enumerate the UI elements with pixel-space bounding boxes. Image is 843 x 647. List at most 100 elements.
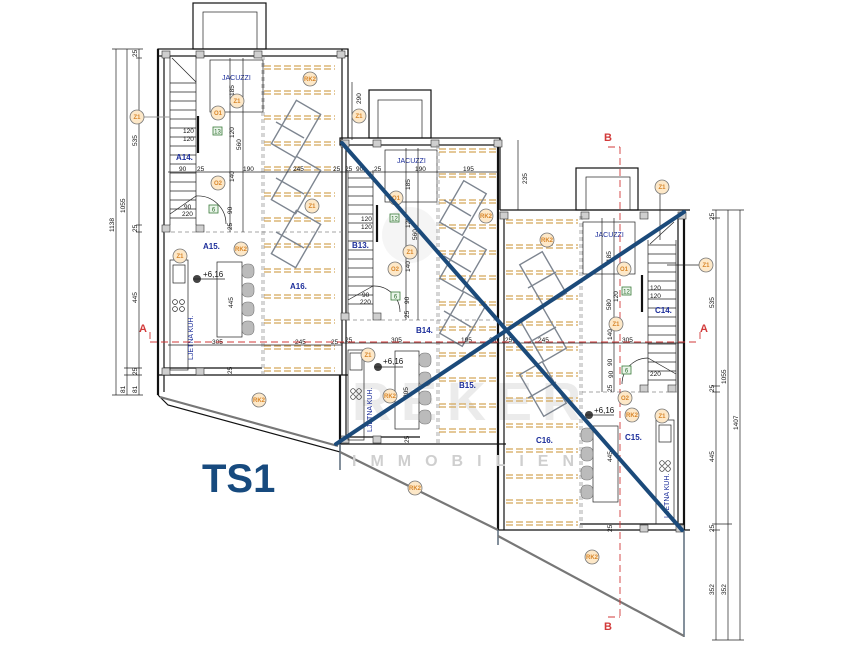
- jacuzzi-b-label: JACUZZI: [397, 158, 426, 165]
- tag: Z1: [698, 257, 714, 273]
- room-c16: C16.: [536, 436, 553, 445]
- planter-a: [192, 2, 267, 50]
- svg-text:RK2: RK2: [541, 238, 554, 244]
- dim: 25: [227, 366, 234, 374]
- dim: 245: [293, 166, 304, 173]
- svg-text:O1: O1: [214, 111, 223, 117]
- dim: 25: [404, 310, 411, 318]
- dim: 120: [361, 224, 372, 231]
- dim: 25: [345, 337, 353, 344]
- section-a-left: A: [139, 323, 147, 335]
- stairs-c: [621, 221, 677, 385]
- tag: RK2: [233, 241, 249, 257]
- svg-text:Z1: Z1: [355, 114, 363, 120]
- svg-text:RK2: RK2: [384, 394, 397, 400]
- svg-text:O2: O2: [214, 181, 223, 187]
- svg-text:RK2: RK2: [235, 247, 248, 253]
- stair-count-a-lower: 6: [212, 208, 216, 214]
- dim: 245: [295, 339, 306, 346]
- stair-count-c-upper: 12: [623, 290, 630, 296]
- dim: 560: [412, 229, 419, 240]
- svg-text:Z1: Z1: [364, 353, 372, 359]
- tag: Z1: [129, 109, 145, 125]
- jacuzzi-a-label: JACUZZI: [222, 75, 251, 82]
- dim: 445: [607, 451, 614, 462]
- tag: Z1: [402, 244, 418, 260]
- dim: 120: [613, 291, 620, 302]
- stair-count-a-upper: 13: [214, 130, 221, 136]
- cross-line: [340, 141, 684, 532]
- dim: 25: [345, 166, 353, 173]
- dim: 25: [709, 524, 716, 532]
- dim: 25: [333, 166, 341, 173]
- svg-text:O1: O1: [620, 267, 629, 273]
- svg-text:Z1: Z1: [308, 204, 316, 210]
- dim: 140: [607, 329, 614, 340]
- dim: 140: [405, 261, 412, 272]
- svg-text:RK2: RK2: [626, 413, 639, 419]
- dim: 25: [404, 435, 411, 443]
- dim: 120: [183, 136, 194, 143]
- dim: 25: [607, 524, 614, 532]
- dim: 190: [243, 166, 254, 173]
- level-c: +6,16: [594, 406, 615, 415]
- svg-text:O1: O1: [392, 196, 401, 202]
- unit-a: JACUZZI: [156, 2, 349, 453]
- dim: 305: [622, 337, 633, 344]
- building-label: TS1: [202, 457, 275, 501]
- svg-text:Z1: Z1: [658, 185, 666, 191]
- svg-text:Z1: Z1: [612, 322, 620, 328]
- room-b15: B15.: [459, 381, 476, 390]
- stair-count-c-lower: 6: [625, 369, 629, 375]
- dim: 220: [650, 371, 661, 378]
- tag: RK2: [624, 407, 640, 423]
- svg-text:RK2: RK2: [304, 77, 317, 83]
- dim: 25: [505, 337, 513, 344]
- tag: Z1: [360, 347, 376, 363]
- cross-line: [334, 210, 686, 446]
- tag: O1: [616, 261, 632, 277]
- dim: 90: [179, 166, 187, 173]
- svg-text:Z1: Z1: [176, 254, 184, 260]
- svg-text:Z1: Z1: [702, 263, 710, 269]
- sun-loungers-a: [270, 99, 322, 269]
- dim: 120: [361, 216, 372, 223]
- dim: 185: [405, 179, 412, 190]
- dim: 120: [650, 285, 661, 292]
- jacuzzi-c-label: JACUZZI: [595, 232, 624, 239]
- kitchen-a-label: LJETNA KUH.: [188, 316, 195, 360]
- dim-right-mid: 1055: [721, 369, 728, 384]
- dim: 25: [709, 384, 716, 392]
- stair-count-b-upper: 12: [391, 217, 398, 223]
- pergola-beams-a: [264, 65, 335, 372]
- watermark-sub: IMMOBILIEN: [352, 453, 588, 470]
- section-a-right: A: [700, 323, 708, 335]
- tag: Z1: [608, 316, 624, 332]
- dim: 25: [607, 384, 614, 392]
- room-c15: C15.: [625, 433, 642, 442]
- tag: RK2: [302, 71, 318, 87]
- dim: 305: [212, 339, 223, 346]
- svg-text:Z1: Z1: [658, 414, 666, 420]
- dim: 140: [229, 171, 236, 182]
- dim: 90: [607, 358, 614, 366]
- tag: O2: [617, 390, 633, 406]
- tag: Z1: [654, 408, 670, 424]
- dim: 535: [709, 297, 716, 308]
- crossed-out-marks: [334, 141, 686, 532]
- room-b14: B14.: [416, 326, 433, 335]
- dim: 25: [331, 339, 339, 346]
- dim: 290: [356, 93, 363, 104]
- dim-left-mid: 1055: [120, 198, 127, 213]
- dim: 90: [184, 204, 192, 211]
- dim: 120: [405, 217, 412, 228]
- dim: 190: [415, 166, 426, 173]
- bar-counter-c: [592, 425, 619, 503]
- dim: 25: [374, 166, 382, 173]
- svg-text:Z1: Z1: [233, 99, 241, 105]
- room-a14: A14.: [176, 153, 193, 162]
- tag: O2: [387, 261, 403, 277]
- dim: 90: [362, 292, 370, 299]
- wall-b-top: [339, 137, 501, 146]
- kitchen-c-label: LJETNA KUH.: [664, 474, 671, 518]
